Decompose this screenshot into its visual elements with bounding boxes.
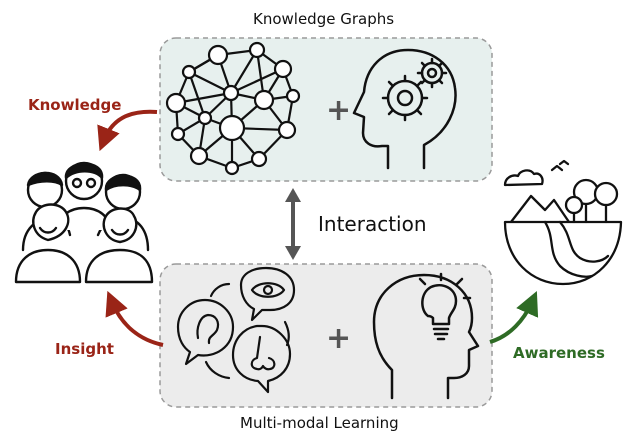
senses-icon bbox=[176, 266, 296, 394]
network-graph-icon bbox=[165, 41, 301, 176]
knowledge-label: Knowledge bbox=[28, 96, 122, 114]
awareness-arrow bbox=[489, 291, 539, 344]
landscape-icon bbox=[503, 159, 623, 286]
awareness-label: Awareness bbox=[513, 344, 605, 362]
knowledge-arrow bbox=[97, 109, 158, 152]
insight-label: Insight bbox=[55, 340, 114, 358]
insight-arrow bbox=[105, 290, 164, 347]
plus-sign-bottom: + bbox=[326, 321, 351, 356]
double-arrow-icon bbox=[285, 188, 301, 260]
head-gears-icon bbox=[352, 48, 457, 170]
interaction-label: Interaction bbox=[318, 212, 427, 236]
head-lightbulb-icon bbox=[372, 272, 480, 400]
multimodal-learning-box bbox=[159, 263, 493, 408]
knowledge-graphs-title: Knowledge Graphs bbox=[253, 10, 395, 28]
multimodal-learning-title: Multi-modal Learning bbox=[240, 414, 399, 432]
plus-sign-top: + bbox=[326, 93, 351, 128]
people-group-icon bbox=[14, 161, 154, 284]
